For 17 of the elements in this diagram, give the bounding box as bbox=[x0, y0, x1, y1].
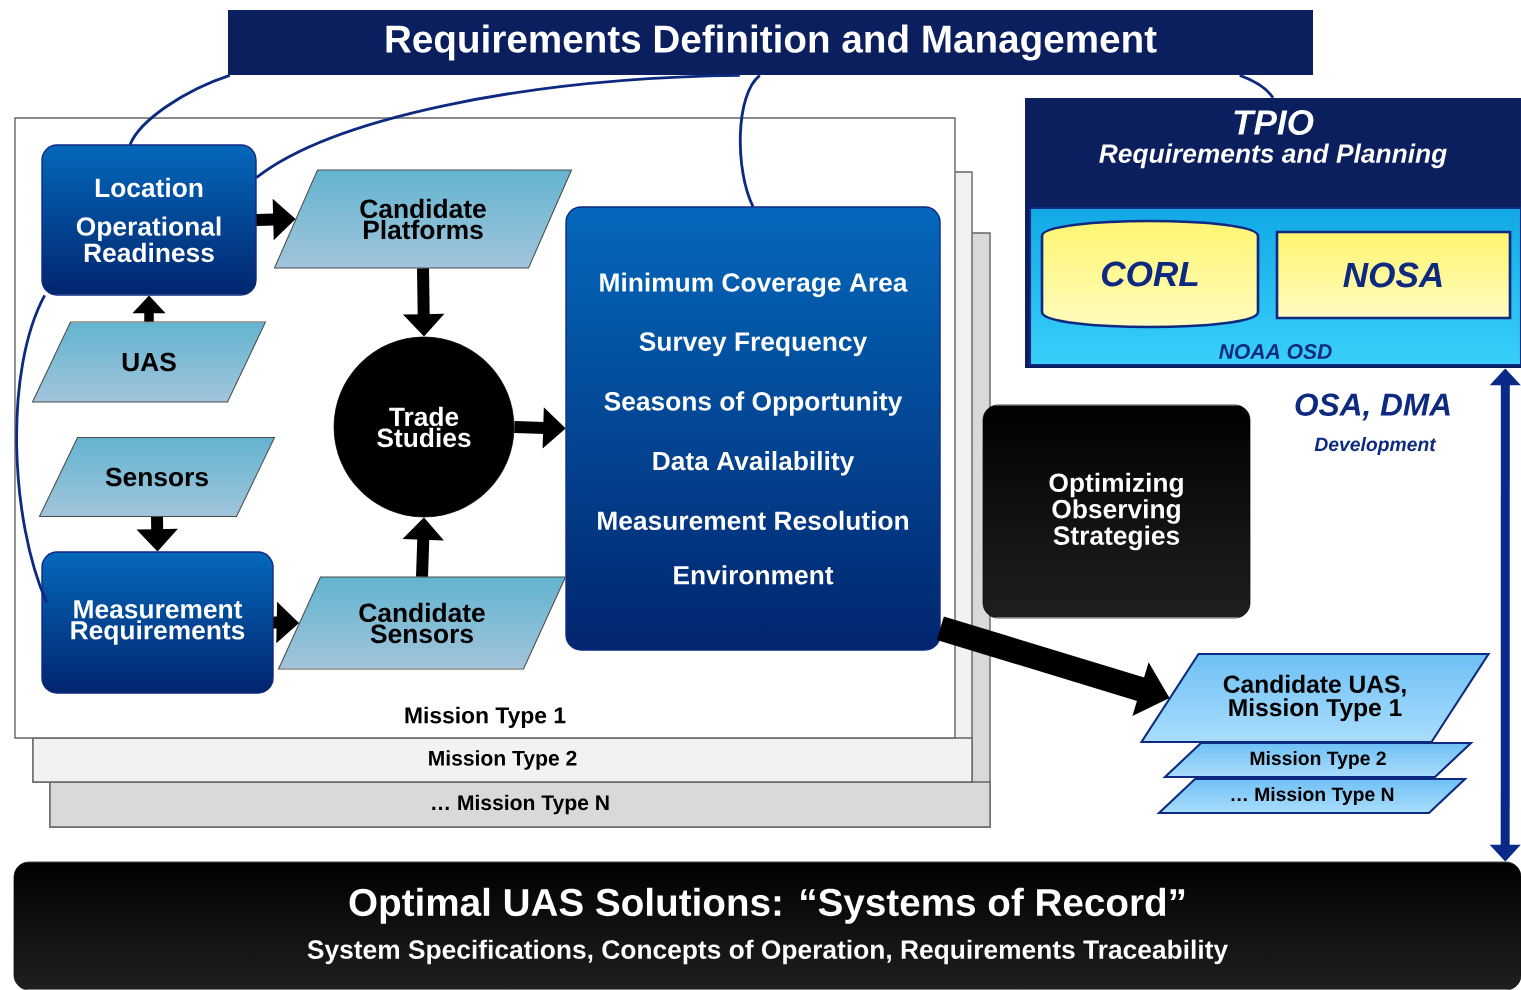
mission-panel-tab: … Mission Type N bbox=[49, 781, 991, 828]
criteria-box: Minimum Coverage Area Survey Frequency Seasons of Opportunity Data Availability Measurement Resolution Environment bbox=[565, 206, 941, 651]
program-box: NOSA bbox=[1275, 230, 1512, 320]
process-box: Measurement Requirements bbox=[41, 551, 274, 694]
process-box: Location Operational Readiness bbox=[41, 144, 257, 296]
strategy-box: Optimizing Observing Strategies bbox=[982, 404, 1251, 619]
connector-line bbox=[15, 294, 48, 603]
arrow-label: OSA, DMA bbox=[1295, 393, 1450, 421]
connector-line bbox=[128, 74, 231, 146]
connector-line bbox=[738, 74, 761, 208]
connector-line bbox=[255, 73, 740, 179]
arrow-label: Development bbox=[1314, 437, 1437, 455]
database-cylinder: CORL bbox=[1040, 219, 1260, 329]
connector-line bbox=[1239, 74, 1275, 99]
mission-panel-tab: Mission Type 2 bbox=[32, 737, 973, 783]
title-banner: Requirements Definition and Management bbox=[228, 10, 1313, 75]
result-banner: Optimal UAS Solutions: “Systems of Record” System Specifications, Concepts of Operation, Requirements Traceability bbox=[13, 861, 1521, 990]
